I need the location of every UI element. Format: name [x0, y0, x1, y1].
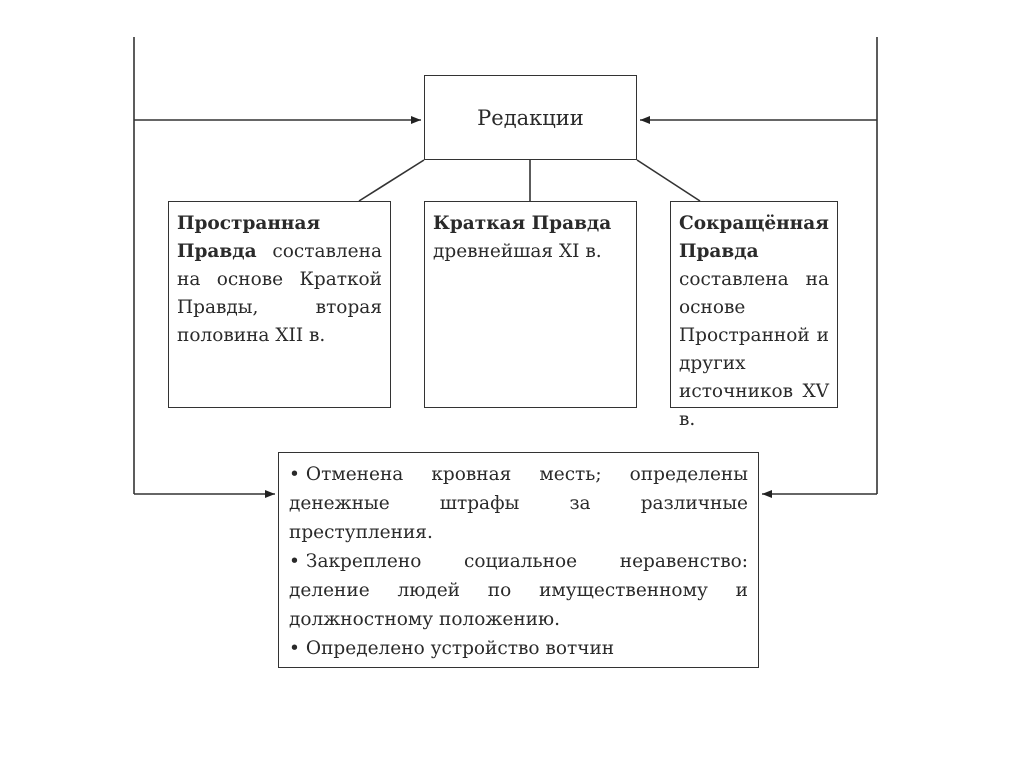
- bullet-icon: •: [289, 638, 300, 659]
- edition-text: составлена на основе Пространной и други…: [679, 269, 829, 430]
- feature-text: Отменена кровная месть; определены денеж…: [289, 464, 748, 543]
- edition-title: Пространная Правда: [177, 213, 321, 262]
- edition-title: Сокращённая Правда: [679, 213, 829, 262]
- edition-box-kratkaya: Краткая Правда древнейшая XI в.: [424, 201, 637, 408]
- features-box: •Отменена кровная месть; определены дене…: [278, 452, 759, 668]
- bullet-icon: •: [289, 551, 300, 572]
- branch-to-prostrannaya: [358, 159, 425, 202]
- edition-text: древнейшая XI в.: [433, 241, 602, 262]
- edition-box-sokrashchennaya: Сокращённая Правда составлена на основе …: [670, 201, 838, 430]
- root-label: Редакции: [477, 105, 584, 130]
- feature-text: Закреплено социальное неравенство: делен…: [289, 551, 748, 630]
- feature-item: •Отменена кровная месть; определены дене…: [289, 460, 748, 547]
- edition-title: Краткая Правда: [433, 213, 612, 234]
- feature-item: •Определено устройство вотчин: [289, 634, 748, 663]
- feature-text: Определено устройство вотчин: [305, 638, 615, 659]
- branch-to-sokr: [636, 159, 701, 202]
- root-box-redaktsii: Редакции: [424, 75, 637, 160]
- edition-box-prostrannaya: Пространная Правда составлена на основе …: [168, 201, 391, 408]
- feature-item: •Закреплено социальное неравенство: деле…: [289, 547, 748, 634]
- edition-text: составлена на основе Краткой Правды, вто…: [177, 241, 382, 346]
- bullet-icon: •: [289, 464, 300, 485]
